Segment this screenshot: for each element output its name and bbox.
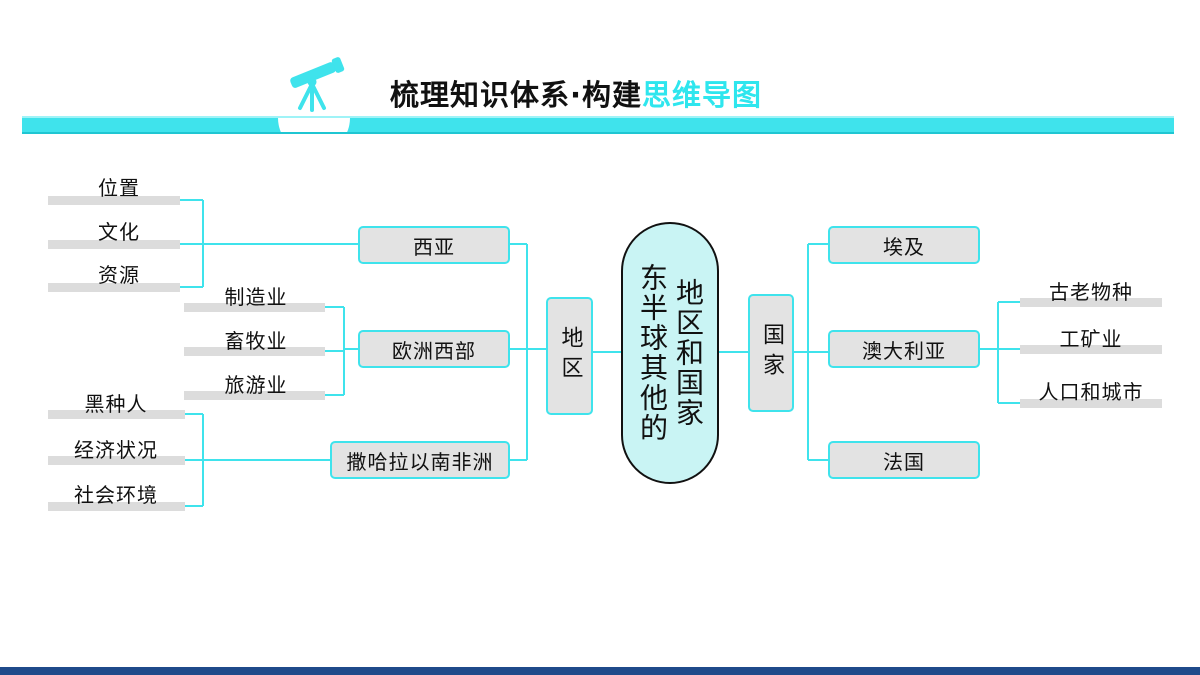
leaf-economy: 经济状况 — [74, 438, 158, 462]
leaf-underline — [1020, 345, 1162, 354]
leaf-society: 社会环境 — [74, 483, 158, 507]
country-egypt: 埃及 — [828, 226, 980, 264]
country-france: 法国 — [828, 441, 980, 479]
region-sub-saharan-africa: 撒哈拉以南非洲 — [330, 441, 510, 479]
leaf-population-cities: 人口和城市 — [1038, 380, 1144, 404]
leaf-underline — [48, 283, 180, 292]
leaf-tourism: 旅游业 — [224, 373, 288, 397]
leaf-underline — [184, 347, 325, 356]
leaf-underline — [48, 410, 185, 419]
region-western-europe: 欧洲西部 — [358, 330, 510, 368]
page-title: 梳理知识体系·构建思维导图 — [390, 72, 762, 114]
leaf-culture: 文化 — [98, 220, 140, 244]
center-title-right: 地区和国家 — [672, 278, 705, 428]
branch-regions: 地区 — [546, 297, 593, 415]
title-main: 梳理知识体系·构建 — [390, 78, 643, 112]
leaf-position: 位置 — [98, 176, 140, 200]
leaf-underline — [48, 502, 185, 511]
leaf-underline — [48, 240, 180, 249]
leaf-ancient-species: 古老物种 — [1049, 280, 1133, 304]
leaf-underline — [48, 456, 185, 465]
leaf-black-people: 黑种人 — [84, 392, 148, 416]
center-title-left: 东半球其他的 — [636, 263, 669, 443]
region-west-asia: 西亚 — [358, 226, 510, 264]
leaf-underline — [48, 196, 180, 205]
leaf-mining: 工矿业 — [1059, 327, 1123, 351]
center-topic: 地区和国家 东半球其他的 — [621, 222, 719, 484]
leaf-underline — [184, 391, 325, 400]
leaf-resources: 资源 — [98, 263, 140, 287]
leaf-underline — [1020, 399, 1162, 408]
branch-countries: 国家 — [748, 294, 794, 412]
title-highlight: 思维导图 — [642, 78, 763, 112]
leaf-underline — [184, 303, 325, 312]
leaf-livestock: 畜牧业 — [224, 329, 288, 353]
footer-bar — [0, 667, 1200, 675]
country-australia: 澳大利亚 — [828, 330, 980, 368]
leaf-manufacturing: 制造业 — [224, 285, 288, 309]
leaf-underline — [1020, 298, 1162, 307]
